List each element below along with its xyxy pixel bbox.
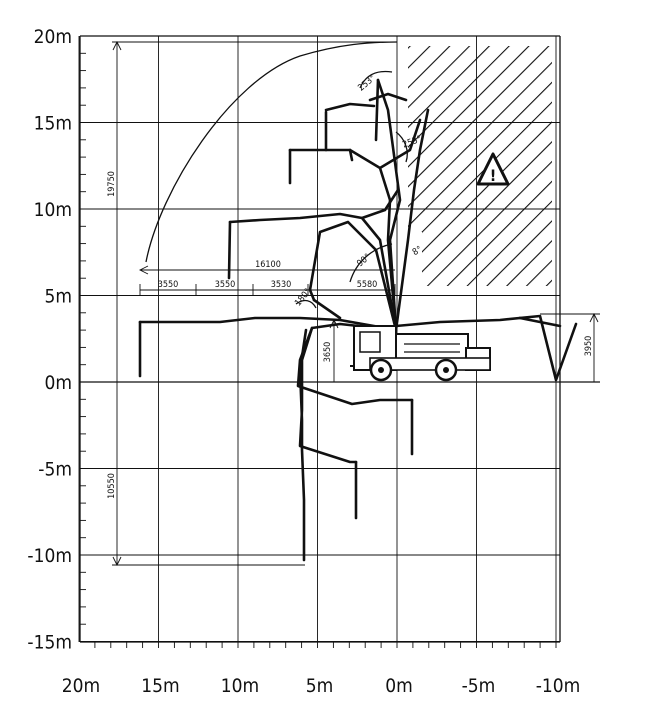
- section-3-label: 3530: [271, 280, 292, 290]
- height-dimension: 19750: [107, 40, 397, 382]
- truck-height-dimension: 3650: [323, 318, 339, 382]
- y-tick-label: -10m: [27, 545, 72, 567]
- x-tick-label: -5m: [462, 675, 496, 697]
- plot-frame: [79, 35, 561, 643]
- section-1-label: 3550: [158, 280, 179, 290]
- y-tick-label: 20m: [34, 26, 72, 48]
- minor-ticks: [80, 35, 557, 648]
- y-tick-label: 15m: [34, 113, 72, 135]
- x-tick-label: 20m: [62, 675, 100, 697]
- depth-dimension: 10550: [107, 382, 305, 567]
- x-tick-label: 10m: [221, 675, 259, 697]
- y-tick-label: 10m: [34, 199, 72, 221]
- reach-dimension: 16100: [138, 260, 395, 275]
- angle-4-label: 8°: [411, 245, 424, 258]
- section-dimensions: 3550 3550 3530 5580: [139, 280, 396, 296]
- truck: [350, 325, 491, 382]
- angle-1-label: 253°: [357, 73, 378, 93]
- max-height-label: 19750: [107, 171, 117, 197]
- reach-label: 16100: [255, 260, 281, 270]
- x-tick-label: -10m: [536, 675, 581, 697]
- x-tick-label: 5m: [306, 675, 334, 697]
- folded-height-dimension: 3950: [540, 312, 600, 382]
- warning-triangle-icon: !: [476, 152, 510, 186]
- warning-symbol: !: [490, 166, 497, 185]
- max-depth-label: 10550: [107, 473, 117, 499]
- y-tick-label: 0m: [44, 372, 72, 394]
- truck-height-label: 3650: [323, 342, 333, 363]
- y-axis: 20m 15m 10m 5m 0m -5m -10m -15m: [27, 26, 72, 654]
- y-tick-label: 5m: [44, 286, 72, 308]
- y-tick-label: -15m: [27, 632, 72, 654]
- y-tick-label: -5m: [38, 459, 72, 481]
- reach-envelope-arc: [145, 41, 398, 263]
- x-tick-label: 15m: [141, 675, 179, 697]
- restricted-zone: !: [408, 46, 552, 286]
- section-4-label: 5580: [357, 280, 378, 290]
- boom-positions: [138, 78, 578, 562]
- x-axis: 20m 15m 10m 5m 0m -5m -10m: [62, 675, 580, 697]
- x-tick-label: 0m: [385, 675, 413, 697]
- section-2-label: 3550: [215, 280, 236, 290]
- folded-height-label: 3950: [584, 336, 594, 357]
- angle-3-label: 90°: [355, 252, 372, 269]
